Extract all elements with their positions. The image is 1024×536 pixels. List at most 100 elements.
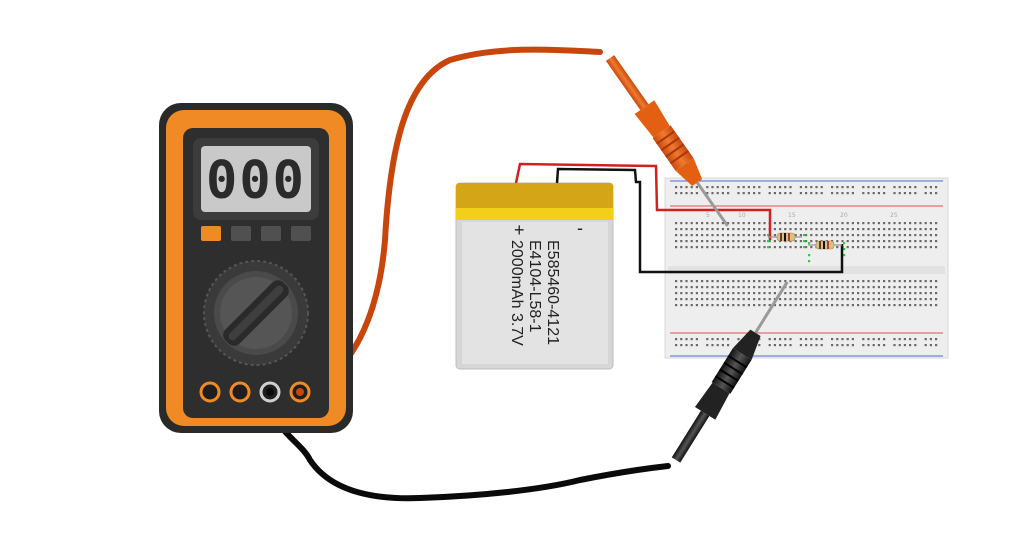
function-key-1[interactable] — [201, 226, 221, 241]
breadboard-hole — [909, 338, 912, 341]
breadboard-hole — [779, 338, 782, 341]
breadboard-hole — [789, 228, 792, 231]
red-probe[interactable] — [600, 51, 737, 233]
breadboard-hole — [716, 234, 719, 237]
breadboard-hole — [732, 292, 735, 295]
breadboard-hole — [675, 192, 678, 195]
breadboard-hole — [862, 186, 865, 189]
breadboard-hole — [810, 292, 813, 295]
breadboard-hole — [732, 228, 735, 231]
breadboard-hole — [779, 286, 782, 289]
breadboard-hole — [903, 344, 906, 347]
breadboard-col-number: 25 — [890, 212, 898, 219]
breadboard-hole — [877, 222, 880, 225]
breadboard-hole — [794, 246, 797, 249]
breadboard-hole — [924, 292, 927, 295]
breadboard-hole — [721, 338, 724, 341]
black-probe[interactable] — [666, 276, 798, 467]
breadboard-hole — [820, 292, 823, 295]
breadboard-hole — [831, 286, 834, 289]
breadboard-hole — [893, 280, 896, 283]
breadboard-hole — [846, 292, 849, 295]
breadboard-hole — [919, 222, 922, 225]
breadboard-hole — [919, 246, 922, 249]
breadboard-hole — [919, 228, 922, 231]
breadboard-hole — [893, 344, 896, 347]
breadboard-hole — [862, 338, 865, 341]
function-key-2[interactable] — [231, 226, 251, 241]
breadboard-hole — [768, 298, 771, 301]
breadboard-hole — [768, 280, 771, 283]
breadboard-hole — [836, 304, 839, 307]
jack-10a[interactable] — [199, 381, 221, 403]
breadboard-hole — [929, 286, 932, 289]
breadboard-hole — [711, 280, 714, 283]
breadboard-hole — [815, 286, 818, 289]
breadboard-hole — [851, 304, 854, 307]
breadboard-hole — [799, 298, 802, 301]
breadboard-hole — [867, 246, 870, 249]
function-key-4[interactable] — [291, 226, 311, 241]
breadboard-hole — [898, 338, 901, 341]
breadboard-hole — [831, 298, 834, 301]
rotary-dial[interactable] — [203, 260, 309, 366]
breadboard-hole — [914, 222, 917, 225]
jack-ma[interactable] — [229, 381, 251, 403]
breadboard-hole — [701, 286, 704, 289]
breadboard-hole — [929, 292, 932, 295]
breadboard-hole — [846, 246, 849, 249]
breadboard-hole — [831, 304, 834, 307]
breadboard-hole — [794, 222, 797, 225]
breadboard-hole — [753, 240, 756, 243]
breadboard-hole — [675, 240, 678, 243]
breadboard-hole — [846, 304, 849, 307]
breadboard-hole — [898, 246, 901, 249]
breadboard-hole — [721, 286, 724, 289]
breadboard-hole — [773, 186, 776, 189]
breadboard-hole — [805, 240, 808, 243]
breadboard-hole — [808, 260, 811, 263]
breadboard-hole — [675, 298, 678, 301]
breadboard-hole — [836, 286, 839, 289]
breadboard-hole — [803, 234, 806, 237]
breadboard-hole — [815, 292, 818, 295]
breadboard-hole — [711, 192, 714, 195]
breadboard-hole — [773, 234, 776, 237]
breadboard-hole — [836, 240, 839, 243]
breadboard-hole — [706, 192, 709, 195]
breadboard-hole — [706, 304, 709, 307]
lcd-readout: 000 — [206, 151, 306, 211]
breadboard-hole — [893, 222, 896, 225]
breadboard-hole — [924, 304, 927, 307]
lcd-screen — [201, 146, 311, 212]
breadboard-hole — [820, 286, 823, 289]
breadboard-hole — [753, 192, 756, 195]
breadboard-hole — [753, 280, 756, 283]
breadboard-hole — [857, 234, 860, 237]
breadboard-hole — [820, 222, 823, 225]
breadboard-hole — [716, 240, 719, 243]
breadboard-hole — [851, 286, 854, 289]
breadboard-hole — [867, 228, 870, 231]
breadboard-hole — [883, 192, 886, 195]
breadboard-hole — [685, 222, 688, 225]
breadboard-hole — [877, 228, 880, 231]
function-key-3[interactable] — [261, 226, 281, 241]
breadboard-hole — [685, 186, 688, 189]
breadboard-hole — [883, 280, 886, 283]
breadboard-hole — [919, 286, 922, 289]
breadboard-hole — [805, 280, 808, 283]
breadboard-hole — [841, 192, 844, 195]
breadboard-hole — [767, 234, 770, 237]
breadboard-hole — [831, 292, 834, 295]
breadboard-hole — [836, 298, 839, 301]
breadboard-hole — [903, 292, 906, 295]
breadboard-hole — [909, 234, 912, 237]
breadboard-hole — [690, 186, 693, 189]
breadboard-hole — [737, 292, 740, 295]
battery-top-band — [456, 208, 613, 220]
breadboard-hole — [877, 192, 880, 195]
breadboard-hole — [727, 222, 730, 225]
breadboard-hole — [794, 228, 797, 231]
breadboard-hole — [825, 222, 828, 225]
